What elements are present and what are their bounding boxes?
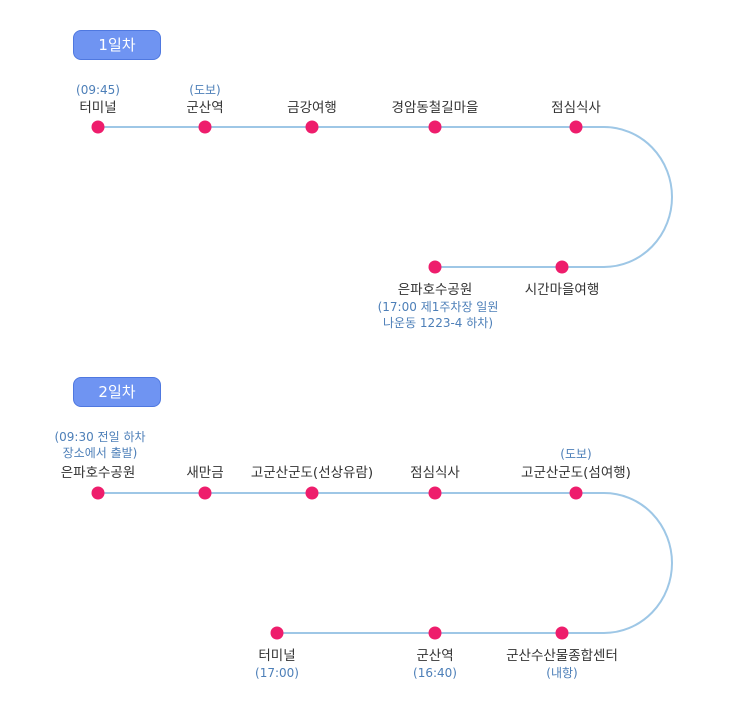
day1-stop-4-label: 경암동철길마을 xyxy=(391,100,479,116)
day2-stop-5-note: (도보) xyxy=(560,447,592,461)
day1-stop-2-label: 군산역 xyxy=(186,100,224,116)
day1-stop-1-label: 터미널 xyxy=(79,100,117,116)
day1-stop-7-label: 은파호수공원 xyxy=(397,282,473,298)
day2-stop-2-label: 새만금 xyxy=(186,465,224,481)
day2-stop-6-note: (내항) xyxy=(546,666,578,680)
day2-stop-2-dot xyxy=(198,486,212,500)
day1-stop-1-dot xyxy=(91,120,105,134)
day2-stop-5-label: 고군산군도(섬여행) xyxy=(521,465,631,481)
day2-stop-6-dot xyxy=(555,626,569,640)
day1-stop-6-label: 시간마을여행 xyxy=(524,282,600,298)
day1-route-line xyxy=(98,126,673,268)
day2-stop-7-note: (16:40) xyxy=(413,666,457,680)
day2-stop-8-note: (17:00) xyxy=(255,666,299,680)
day1-badge: 1일차 xyxy=(73,30,161,60)
day2-stop-3-label: 고군산군도(선상유람) xyxy=(250,465,374,481)
day2-stop-7-label: 군산역 xyxy=(416,648,454,664)
day2-stop-3-dot xyxy=(305,486,319,500)
day2-stop-7-dot xyxy=(428,626,442,640)
day2-stop-1-note-2: 장소에서 출발) xyxy=(62,446,138,460)
day2-stop-8-dot xyxy=(270,626,284,640)
day1-stop-2-note: (도보) xyxy=(189,83,221,97)
day2-stop-4-dot xyxy=(428,486,442,500)
day2-stop-1-note: (09:30 전일 하차 xyxy=(54,430,146,444)
day1-stop-7-note: (17:00 제1주차장 일원 xyxy=(377,300,499,314)
day1-stop-7-note-2: 나운동 1223-4 하차) xyxy=(382,316,494,330)
day2-stop-8-label: 터미널 xyxy=(258,648,296,664)
day1-stop-4-dot xyxy=(428,120,442,134)
day2-stop-5-dot xyxy=(569,486,583,500)
day2-stop-1-dot xyxy=(91,486,105,500)
day1-stop-3-dot xyxy=(305,120,319,134)
day2-stop-4-label: 점심식사 xyxy=(410,465,460,481)
day1-stop-5-dot xyxy=(569,120,583,134)
day2-stop-6-label: 군산수산물종합센터 xyxy=(506,648,618,664)
day1-stop-1-note: (09:45) xyxy=(76,83,120,97)
day2-badge: 2일차 xyxy=(73,377,161,407)
day2-stop-1-label: 은파호수공원 xyxy=(60,465,136,481)
day1-stop-2-dot xyxy=(198,120,212,134)
day1-stop-5-label: 점심식사 xyxy=(551,100,601,116)
day1-stop-6-dot xyxy=(555,260,569,274)
day2-route-line xyxy=(98,492,673,634)
day1-stop-7-dot xyxy=(428,260,442,274)
day1-stop-3-label: 금강여행 xyxy=(287,100,337,116)
